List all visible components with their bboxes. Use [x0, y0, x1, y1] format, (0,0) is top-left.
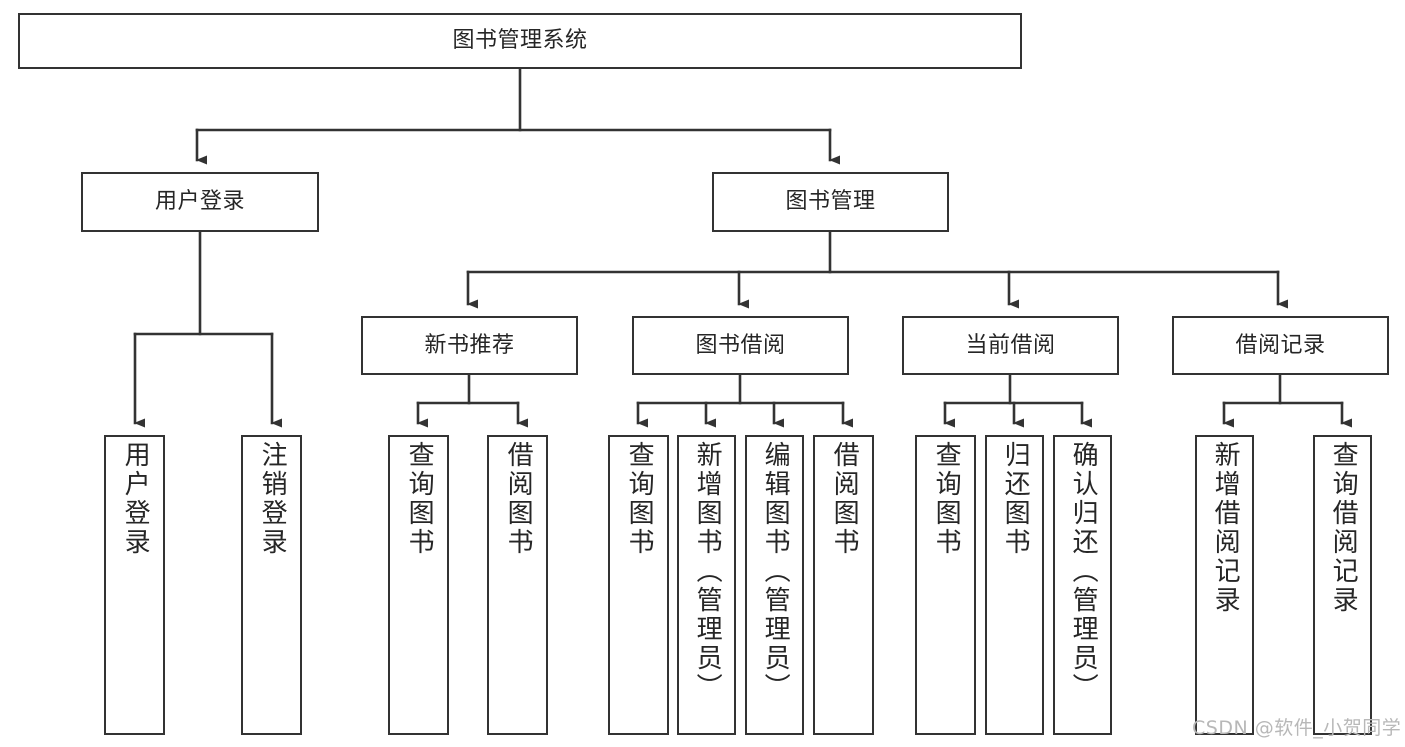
node-leaf-user-login-label: 用户登录: [120, 441, 151, 557]
node-leaf-add-borrow-record-label: 新增借阅记录: [1210, 441, 1241, 615]
node-borrow-record[interactable]: 借阅记录: [1172, 316, 1389, 375]
node-book-management[interactable]: 图书管理: [712, 172, 949, 232]
node-book-management-label: 图书管理: [785, 189, 876, 215]
node-leaf-add-book-label: 新增图书（管理员）: [692, 441, 723, 702]
node-root[interactable]: 图书管理系统: [18, 13, 1022, 69]
node-leaf-borrow-book[interactable]: 借阅图书: [813, 435, 874, 735]
node-borrow-record-label: 借阅记录: [1235, 332, 1326, 358]
node-leaf-confirm-return[interactable]: 确认归还（管理员）: [1053, 435, 1112, 735]
node-root-label: 图书管理系统: [452, 28, 588, 54]
node-leaf-return-book[interactable]: 归还图书: [985, 435, 1044, 735]
node-new-book-recommend[interactable]: 新书推荐: [361, 316, 578, 375]
node-leaf-query-book-borrow[interactable]: 查询图书: [608, 435, 669, 735]
node-leaf-user-login[interactable]: 用户登录: [104, 435, 165, 735]
node-user-login[interactable]: 用户登录: [81, 172, 319, 232]
node-leaf-borrow-book-rec[interactable]: 借阅图书: [487, 435, 548, 735]
node-leaf-borrow-book-rec-label: 借阅图书: [503, 441, 534, 557]
node-book-borrow[interactable]: 图书借阅: [632, 316, 849, 375]
node-user-login-label: 用户登录: [154, 189, 245, 215]
node-leaf-user-logout-label: 注销登录: [257, 441, 288, 557]
node-leaf-add-borrow-record[interactable]: 新增借阅记录: [1195, 435, 1254, 735]
node-leaf-return-book-label: 归还图书: [1000, 441, 1031, 557]
node-leaf-edit-book[interactable]: 编辑图书（管理员）: [745, 435, 804, 735]
node-leaf-add-book[interactable]: 新增图书（管理员）: [677, 435, 736, 735]
node-new-book-recommend-label: 新书推荐: [424, 332, 515, 358]
node-leaf-edit-book-label: 编辑图书（管理员）: [760, 441, 791, 702]
node-leaf-borrow-book-label: 借阅图书: [829, 441, 860, 557]
node-current-borrow-label: 当前借阅: [965, 332, 1056, 358]
node-leaf-query-book-rec[interactable]: 查询图书: [388, 435, 449, 735]
node-leaf-query-book-rec-label: 查询图书: [404, 441, 435, 557]
node-current-borrow[interactable]: 当前借阅: [902, 316, 1119, 375]
node-leaf-query-borrow-record[interactable]: 查询借阅记录: [1313, 435, 1372, 735]
node-leaf-query-book-borrow-label: 查询图书: [624, 441, 655, 557]
node-leaf-query-borrow-record-label: 查询借阅记录: [1328, 441, 1359, 615]
node-leaf-query-book-current[interactable]: 查询图书: [915, 435, 976, 735]
node-leaf-user-logout[interactable]: 注销登录: [241, 435, 302, 735]
node-leaf-query-book-current-label: 查询图书: [931, 441, 962, 557]
node-book-borrow-label: 图书借阅: [695, 332, 786, 358]
node-leaf-confirm-return-label: 确认归还（管理员）: [1068, 441, 1099, 702]
csdn-watermark: CSDN @软件_小贺同学: [1192, 717, 1402, 739]
